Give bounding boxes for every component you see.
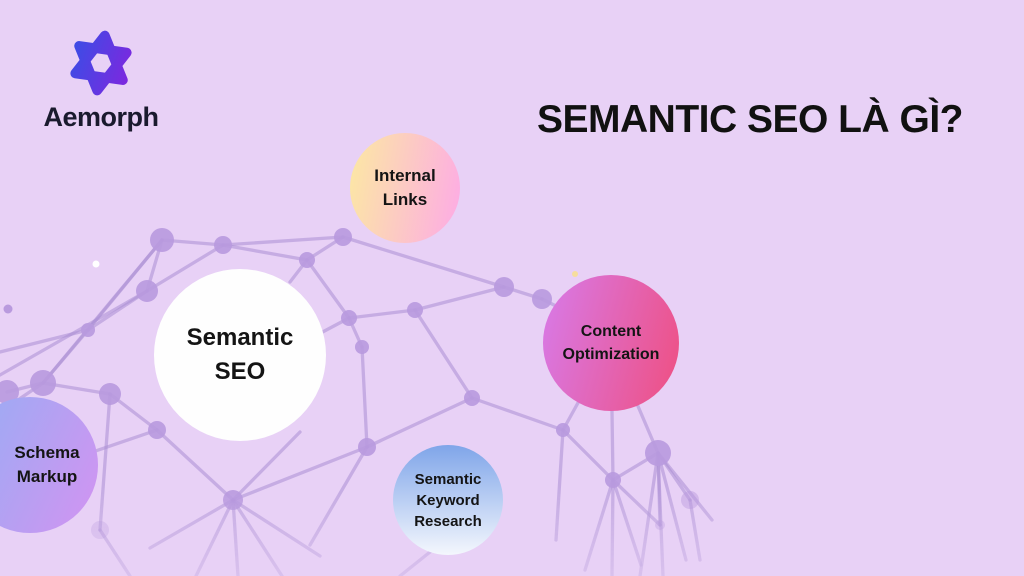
network-edge [611,478,643,567]
network-edge [413,285,506,312]
topic-circle-content-optimization: Content Optimization [543,275,679,411]
network-edge [656,451,688,562]
network-edge [98,528,132,576]
network-edge [561,428,615,482]
network-node [136,280,158,302]
topic-label-line: Semantic [186,324,294,351]
network-edge [341,235,506,289]
network-edge [145,243,225,293]
network-edge [398,546,437,576]
network-edge [148,498,235,550]
network-node [645,440,671,466]
network-edge [0,328,90,354]
network-node [223,490,243,510]
network-node [532,289,552,309]
network-node [556,423,570,437]
topic-label-line: Links [382,190,428,209]
network-node [655,520,665,530]
yellow-dot [572,271,578,277]
network-edge [231,498,240,576]
brand-name: Aemorph [43,102,159,132]
network-edge [231,498,322,558]
aemorph-logo-icon [70,30,132,96]
network-edge [688,498,702,562]
network-edge [231,430,302,502]
topic-circle-semantic-seo: Semantic SEO [154,269,326,441]
topic-label-line: Research [414,512,482,530]
accent-dots [3,260,578,314]
network-edge [583,478,615,572]
network-node [407,302,423,318]
network-node [341,310,357,326]
network-edge [347,308,417,320]
network-node [299,252,315,268]
network-edge [98,392,112,532]
network-node [605,472,621,488]
network-edge [360,345,369,449]
brand-block: Aemorph [26,26,176,133]
network-edge [413,308,474,400]
topic-label-line: Semantic [414,470,482,488]
network-node [681,491,699,509]
network-edge [231,498,284,576]
network-node [355,340,369,354]
network-node [358,438,376,456]
page-title: SEMANTIC SEO LÀ GÌ? [536,98,964,141]
network-nodes [0,228,699,539]
network-node [81,323,95,337]
topic-label-line: Internal [374,166,436,185]
network-edge [231,445,369,502]
topic-label-line: Schema [14,443,80,462]
network-edge [308,445,369,547]
topic-label-line: Keyword [416,491,480,509]
network-node [148,421,166,439]
network-edge [554,428,565,542]
network-edge [611,478,662,527]
topic-label-line: SEO [214,358,266,385]
network-edge [194,498,235,576]
topic-circle-semantic-keyword-research: Semantic Keyword Research [393,445,503,555]
topic-label-line: Optimization [562,346,660,363]
network-node [334,228,352,246]
network-edge [638,451,660,576]
purple-dot [3,304,13,314]
network-edge [656,451,714,522]
topic-label-line: Markup [16,467,78,486]
network-node [464,390,480,406]
network-node [99,383,121,405]
network-edge [155,428,235,502]
network-edge [221,243,309,262]
network-node [494,277,514,297]
network-node [214,236,232,254]
network-edge [305,258,351,320]
network-edge [470,396,565,432]
network-edge [365,396,474,449]
topic-label-line: Content [580,323,642,340]
network-edge [221,235,345,247]
topic-circle-internal-links: Internal Links [350,133,460,243]
network-edge [610,478,615,576]
white-dot [92,260,100,268]
network-node [150,228,174,252]
network-node [30,370,56,396]
network-node [91,521,109,539]
